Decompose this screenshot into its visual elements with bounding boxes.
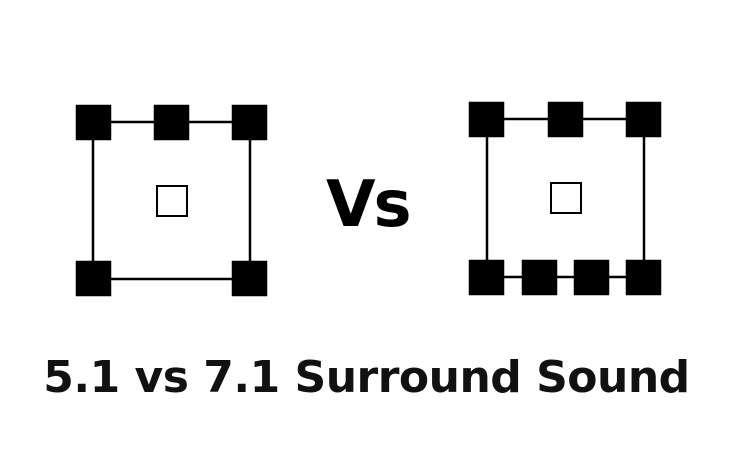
speaker-front-left — [468, 101, 505, 138]
listener-position — [156, 185, 188, 217]
speaker-rear-right — [231, 260, 268, 297]
listener-position — [550, 182, 582, 214]
speaker-front-left — [75, 104, 112, 141]
layout-7-1 — [468, 101, 662, 296]
speaker-rear-left — [75, 260, 112, 297]
layout-5-1 — [75, 104, 268, 297]
vs-label: Vs — [326, 168, 412, 242]
page-title: 5.1 vs 7.1 Surround Sound — [43, 352, 690, 403]
speaker-side-left — [468, 259, 505, 296]
speaker-side-right — [625, 259, 662, 296]
speaker-rear-left — [521, 259, 558, 296]
speaker-rear-right — [573, 259, 610, 296]
speaker-front-right — [625, 101, 662, 138]
speaker-center — [547, 101, 584, 138]
speaker-center — [153, 104, 190, 141]
speaker-front-right — [231, 104, 268, 141]
